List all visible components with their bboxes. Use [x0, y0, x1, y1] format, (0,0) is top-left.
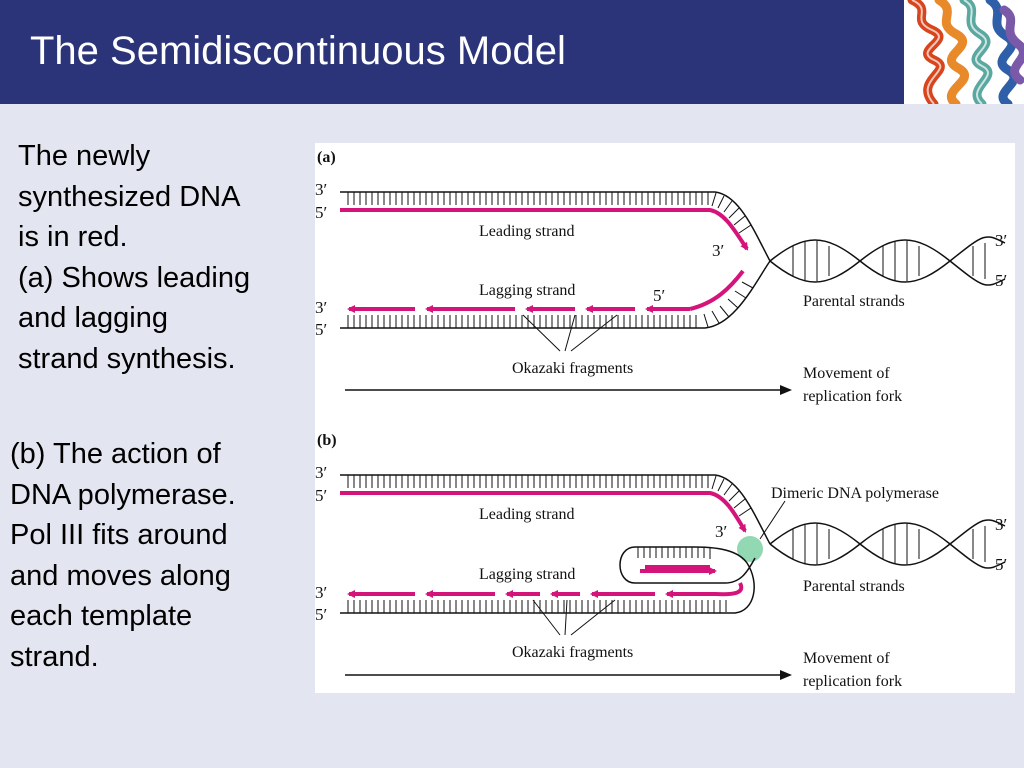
helix-3prime-label: 3′	[995, 231, 1007, 250]
protein-structure-image	[904, 0, 1024, 104]
top-base-pairs	[347, 475, 752, 517]
leading-strand-new	[340, 491, 747, 533]
title-bar: The Semidiscontinuous Model	[0, 0, 1024, 104]
movement-label-2: replication fork	[803, 673, 902, 690]
helix-5prime-label: 5′	[995, 555, 1007, 574]
bottom-3prime-label: 3′	[315, 298, 327, 317]
top-template-strand	[340, 191, 771, 262]
parental-helix	[769, 519, 1006, 569]
bottom-5prime-label: 5′	[315, 320, 327, 339]
text-line: and lagging	[18, 302, 168, 334]
looped-lagging-template	[340, 546, 756, 614]
dna-polymerase	[737, 536, 763, 562]
top-3prime-label: 3′	[315, 180, 327, 199]
parental-strands-label: Parental strands	[803, 293, 905, 310]
bottom-template-strand	[340, 260, 771, 329]
leading-strand-label: Leading strand	[479, 506, 575, 523]
leading-strand-new	[340, 208, 749, 251]
movement-label-1: Movement of	[803, 365, 890, 382]
leading-3prime-label: 3′	[712, 241, 724, 260]
text-line: strand.	[10, 640, 99, 673]
text-line: DNA polymerase.	[10, 478, 236, 511]
helix-5prime-label: 5′	[995, 271, 1007, 290]
parental-helix	[769, 236, 1006, 286]
parental-strands-label: Parental strands	[803, 578, 905, 595]
panel-b: (b) 3′ 5′ Leading strand 3′ Dimeric DNA …	[315, 432, 1007, 690]
okazaki-fragments-b	[347, 565, 744, 598]
top-5prime-label: 5′	[315, 486, 327, 505]
text-line: and moves along	[10, 559, 231, 592]
text-line: synthesized DNA	[18, 180, 241, 213]
polymerase-label: Dimeric DNA polymerase	[771, 485, 939, 502]
okazaki-pointer-lines	[522, 314, 618, 352]
bottom-3prime-label: 3′	[315, 583, 327, 602]
text-line: (a) Shows leading	[18, 261, 251, 294]
top-template-strand	[340, 474, 771, 545]
text-line: each template	[10, 600, 193, 632]
okazaki-fragments-label: Okazaki fragments	[512, 644, 633, 661]
text-block-a: The newly synthesized DNA is in red. (a)…	[18, 136, 308, 379]
lagging-strand-label: Lagging strand	[479, 566, 575, 583]
panel-a: (a) 3′ 5′ Leading strand 3′ 3′ 5′ Parent…	[315, 149, 1007, 405]
bottom-5prime-label: 5′	[315, 605, 327, 624]
text-line: The newly	[18, 140, 151, 172]
replication-fork-figure: (a) 3′ 5′ Leading strand 3′ 3′ 5′ Parent…	[315, 143, 1015, 693]
top-base-pairs	[347, 192, 752, 234]
okazaki-fragments-a	[347, 269, 745, 313]
text-line: strand synthesis.	[18, 342, 236, 375]
okazaki-pointer-lines	[532, 599, 616, 636]
lagging-5prime-label: 5′	[653, 286, 665, 305]
panel-a-tag: (a)	[317, 149, 336, 166]
bottom-base-pairs	[347, 281, 754, 328]
panel-b-tag: (b)	[317, 432, 337, 449]
movement-label-2: replication fork	[803, 388, 902, 405]
loop-base-pairs	[637, 547, 711, 559]
top-3prime-label: 3′	[315, 463, 327, 482]
text-line: (b) The action of	[10, 438, 221, 470]
helix-3prime-label: 3′	[995, 515, 1007, 534]
movement-label-1: Movement of	[803, 650, 890, 667]
bottom-base-pairs	[347, 600, 727, 613]
polymerase-pointer	[759, 500, 786, 540]
lagging-strand-label: Lagging strand	[479, 282, 575, 299]
leading-strand-label: Leading strand	[479, 223, 575, 240]
okazaki-fragments-label: Okazaki fragments	[512, 360, 633, 377]
leading-3prime-label: 3′	[715, 522, 727, 541]
text-line: is in red.	[18, 221, 128, 253]
text-line: Pol III fits around	[10, 519, 228, 551]
text-block-b: (b) The action of DNA polymerase. Pol II…	[10, 434, 306, 677]
slide-title: The Semidiscontinuous Model	[30, 29, 566, 73]
top-5prime-label: 5′	[315, 203, 327, 222]
